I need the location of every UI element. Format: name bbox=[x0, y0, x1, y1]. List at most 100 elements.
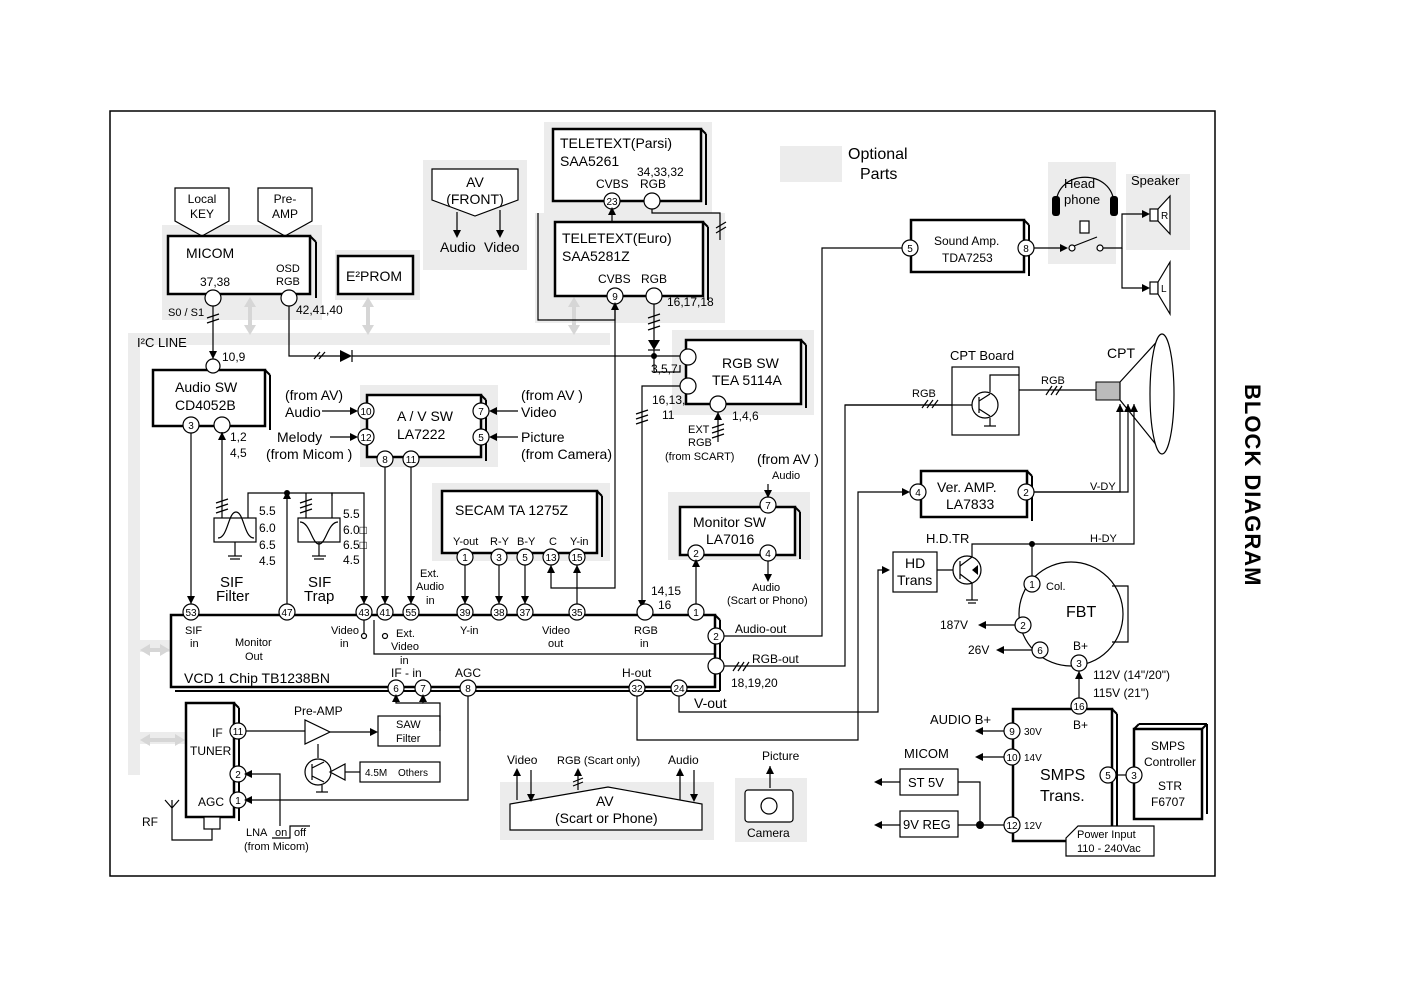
fbt-block: FBT Col. B+ 1 2 6 3 187V 26V 112V (14"/2… bbox=[940, 561, 1170, 700]
smps-pin16: 16 bbox=[1073, 702, 1085, 713]
speaker-block: Speaker R L bbox=[1131, 173, 1180, 317]
smps-micom: MICOM bbox=[904, 746, 949, 761]
av-scart-rgb: RGB (Scart only) bbox=[557, 755, 640, 767]
fbt-col: Col. bbox=[1046, 581, 1066, 593]
i2c-label: I²C LINE bbox=[137, 335, 187, 350]
smps-ctrl-line4: F6707 bbox=[1151, 795, 1185, 809]
headphone-line1: Head bbox=[1064, 176, 1095, 191]
teletext-euro-pins: 16,17,18 bbox=[667, 295, 714, 309]
smps-pin9: 9 bbox=[1009, 727, 1015, 738]
av-sw-line2: LA7222 bbox=[397, 426, 445, 442]
ver-amp-pin4: 4 bbox=[915, 488, 921, 499]
secam-block: SECAM TA 1275Z Y-out R-Y B-Y C Y-in 1 3 … bbox=[440, 489, 603, 566]
smps-9vreg: 9V REG bbox=[903, 817, 951, 832]
tuner-pin2: 2 bbox=[235, 770, 241, 781]
av-sw-pin8: 8 bbox=[382, 455, 388, 466]
fbt-26v: 26V bbox=[968, 643, 989, 657]
av-sw-from-av-video-2: Video bbox=[521, 404, 557, 420]
monitor-sw-from-av: (from AV ) bbox=[757, 451, 819, 467]
sif-trap-f2: 6.0□ bbox=[343, 523, 367, 537]
fbt-pin2: 2 bbox=[1020, 621, 1026, 632]
local-key-line2: KEY bbox=[190, 207, 214, 221]
speaker-l: L bbox=[1161, 284, 1167, 295]
tuner-lna1: LNA bbox=[246, 827, 268, 839]
vcd-pin1: 1 bbox=[693, 608, 699, 619]
teletext-parsi-cvbs: CVBS bbox=[596, 177, 629, 191]
rgb-sw-ext2: RGB bbox=[688, 437, 712, 449]
vcd-pin7: 7 bbox=[420, 684, 426, 695]
vcd-pin55: 55 bbox=[405, 608, 417, 619]
sif-filter-f1: 5.5 bbox=[259, 504, 276, 518]
vcd-pin37: 37 bbox=[519, 608, 531, 619]
teletext-euro-rgb: RGB bbox=[641, 272, 667, 286]
sif-wiring bbox=[187, 304, 616, 605]
fbt-name: FBT bbox=[1066, 604, 1096, 621]
teletext-parsi-line2: SAA5261 bbox=[560, 153, 619, 169]
rgb-sw-line2: TEA 5114A bbox=[712, 372, 782, 388]
sif-filter-f4: 4.5 bbox=[259, 554, 276, 568]
sound-amp-block: Sound Amp. TDA7253 5 8 bbox=[901, 218, 1068, 276]
tuner-pin1: 1 bbox=[235, 796, 241, 807]
tuner-lna-on: on bbox=[275, 827, 287, 839]
saw-line1: SAW bbox=[396, 719, 421, 731]
trap-box-b: Others bbox=[398, 768, 428, 779]
tuner-lna-off: off bbox=[294, 827, 307, 839]
sif-trap-line2: Trap bbox=[304, 588, 334, 605]
smps-ctrl-block: SMPS Controller STR F6707 3 bbox=[1116, 723, 1208, 821]
av-sw-block: A / V SW LA7222 10 12 7 5 8 11 (from AV)… bbox=[266, 387, 612, 468]
secam-pin13: 13 bbox=[545, 553, 557, 564]
smps-pin5: 5 bbox=[1105, 771, 1111, 782]
av-sw-from-av-audio-1: (from AV) bbox=[285, 387, 343, 403]
smps-ctrl-line2: Controller bbox=[1144, 755, 1196, 769]
teletext-euro-cvbs: CVBS bbox=[598, 272, 631, 286]
vcd-mon1: Monitor bbox=[235, 637, 272, 649]
av-sw-pin11: 11 bbox=[406, 455, 417, 466]
vcd-ext-video3: in bbox=[400, 655, 409, 667]
secam-pin15: 15 bbox=[571, 553, 583, 564]
hd-line2: Trans bbox=[897, 572, 932, 588]
vcd-block: SIF in Monitor Out Video in Ext. Video i… bbox=[169, 568, 725, 697]
hd-tr: H.D.TR bbox=[926, 531, 969, 546]
vcd-hout: H-out bbox=[622, 666, 652, 680]
sound-amp-pin8: 8 bbox=[1023, 244, 1029, 255]
fbt-pin6: 6 bbox=[1037, 646, 1043, 657]
sif-trap-f1: 5.5 bbox=[343, 507, 360, 521]
camera-top: Picture bbox=[762, 749, 800, 763]
pre-amp-block: Pre-AMP SAW Filter 4.5M Others bbox=[246, 694, 441, 793]
vcd-pin39: 39 bbox=[459, 608, 471, 619]
micom-rgb-pins: 42,41,40 bbox=[296, 303, 343, 317]
vcd-ext-audio3: in bbox=[426, 595, 435, 607]
monitor-sw-pin7: 7 bbox=[765, 501, 771, 512]
legend-line2: Parts bbox=[860, 166, 897, 183]
rgb-sw-pins-c: 11 bbox=[662, 408, 675, 422]
vcd-video-in2: in bbox=[340, 638, 349, 650]
monitor-sw-audio-out1: Audio bbox=[752, 582, 780, 594]
av-scart-video: Video bbox=[507, 753, 538, 767]
av-scart-block: AV (Scart or Phone) Video RGB (Scart onl… bbox=[507, 753, 703, 831]
pre-amp-top-block: Pre- AMP bbox=[257, 187, 313, 237]
av-sw-melody-1: Melody bbox=[277, 429, 322, 445]
vcd-if-in: IF - in bbox=[391, 666, 422, 680]
smps-block: SMPS Trans. B+ 16 9 10 12 5 30V 14V 12V … bbox=[874, 697, 1155, 857]
sif-trap-f4: 4.5 bbox=[343, 553, 360, 567]
smps-14v: 14V bbox=[1024, 753, 1042, 764]
vcd-rgb-out-pins: 18,19,20 bbox=[731, 676, 778, 690]
vcd-pin53: 53 bbox=[185, 608, 197, 619]
vcd-video-in1: Video bbox=[331, 625, 359, 637]
av-front-video: Video bbox=[484, 239, 520, 255]
camera-bottom: Camera bbox=[747, 826, 790, 840]
av-sw-pin10: 10 bbox=[360, 407, 372, 418]
vcd-name: VCD 1 Chip TB1238BN bbox=[184, 670, 330, 686]
ver-amp-block: Ver. AMP. LA7833 4 2 V-DY bbox=[909, 469, 1116, 521]
monitor-sw-block: Monitor SW LA7016 7 2 4 (from AV ) Audio… bbox=[678, 451, 819, 607]
eeprom-label: E²PROM bbox=[346, 268, 402, 284]
secam-pin3: 3 bbox=[496, 553, 502, 564]
audio-sw-pins2: 4,5 bbox=[230, 446, 247, 460]
teletext-parsi-pins: 34,33,32 bbox=[637, 165, 684, 179]
cpt-board-rgb-out: RGB bbox=[1041, 375, 1065, 387]
av-sw-from-av-video-1: (from AV ) bbox=[521, 387, 583, 403]
smps-power1: Power Input bbox=[1077, 829, 1136, 841]
rgb-sw-ext1: EXT bbox=[688, 424, 710, 436]
teletext-parsi-block: TELETEXT(Parsi) SAA5261 34,33,32 CVBS RG… bbox=[551, 127, 707, 210]
trap-box-a: 4.5M bbox=[365, 768, 387, 779]
